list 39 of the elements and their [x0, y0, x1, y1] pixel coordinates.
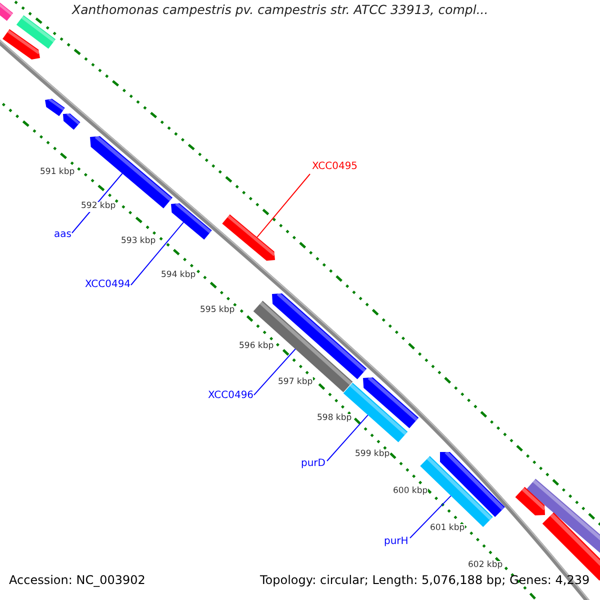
- gene-label: XCC0494: [84, 278, 132, 292]
- scale-label: 601 kbp: [430, 524, 465, 534]
- gene-feature: [171, 202, 212, 240]
- gene-feature: [0, 1, 14, 21]
- gene-feature: [272, 292, 367, 380]
- footer-text: Accession: NC_003902: [9, 574, 146, 588]
- scale-label: 594 kbp: [161, 271, 196, 281]
- scale-label: 591 kbp: [40, 168, 75, 178]
- scale-label: 593 kbp: [121, 237, 156, 247]
- gene-feature: [2, 29, 40, 60]
- gene-label: purH: [383, 535, 410, 548]
- gene-feature: [45, 98, 65, 116]
- scale-label: 597 kbp: [278, 378, 313, 388]
- leader-line: [254, 348, 296, 396]
- leader-line: [410, 495, 452, 538]
- scale-label: 595 kbp: [200, 306, 235, 316]
- gene-feature: [16, 15, 56, 49]
- leader-line: [256, 174, 310, 238]
- gene-feature: [440, 450, 505, 517]
- gene-label: purD: [300, 457, 326, 470]
- gene-feature: [363, 376, 419, 428]
- scale-label: 598 kbp: [317, 414, 352, 424]
- gene-feature: [63, 112, 80, 130]
- leader-line: [130, 222, 184, 286]
- scale-label: 600 kbp: [393, 487, 428, 497]
- footer-text: Topology: circular; Length: 5,076,188 bp; Genes: 4,239: [260, 574, 590, 588]
- gene-label: aas: [53, 228, 72, 242]
- gene-label: XCC0495: [311, 160, 359, 174]
- leader-line: [326, 414, 368, 462]
- gene-label: XCC0496: [207, 389, 255, 402]
- gene-feature: [222, 214, 276, 261]
- gene-feature: [515, 486, 546, 516]
- scale-label: 596 kbp: [239, 342, 274, 352]
- gene-feature: [526, 478, 600, 554]
- scale-label: 599 kbp: [355, 450, 390, 460]
- gene-feature: [253, 300, 353, 392]
- scale-label: 592 kbp: [81, 202, 116, 212]
- scale-label: 602 kbp: [468, 561, 503, 571]
- title: Xanthomonas campestris pv. campestris str. ATCC 33913, compl...: [72, 3, 488, 18]
